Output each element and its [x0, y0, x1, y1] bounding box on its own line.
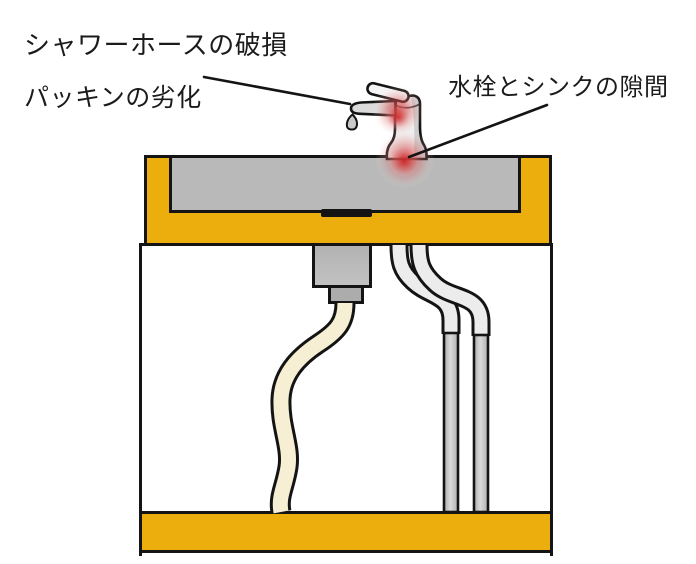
- faucet-cap-line: [394, 103, 421, 109]
- faucet-lever-handle: [366, 81, 410, 104]
- label-faucet-sink-gap: 水栓とシンクの隙間: [448, 74, 669, 101]
- faucet: [345, 81, 428, 161]
- sink-basin: [169, 155, 521, 213]
- label-shower-hose-damage: シャワーホースの破損: [24, 30, 288, 60]
- drain-trap-body: [312, 246, 372, 288]
- label-packing-deterioration: パッキンの劣化: [24, 84, 202, 112]
- water-drop: [345, 113, 359, 131]
- leak-glow-spout-joint: [372, 85, 424, 137]
- cabinet-interior: [139, 243, 553, 556]
- faucet-body: [385, 94, 428, 161]
- faucet-spout: [349, 99, 397, 117]
- drain-trap-nut: [328, 288, 364, 304]
- faucet-body-shade: [411, 95, 427, 158]
- leader-line-gap: [407, 103, 549, 159]
- cabinet-bottom-panel: [139, 511, 553, 553]
- drain-opening: [321, 209, 372, 217]
- leader-line-shower-hose: [202, 75, 352, 106]
